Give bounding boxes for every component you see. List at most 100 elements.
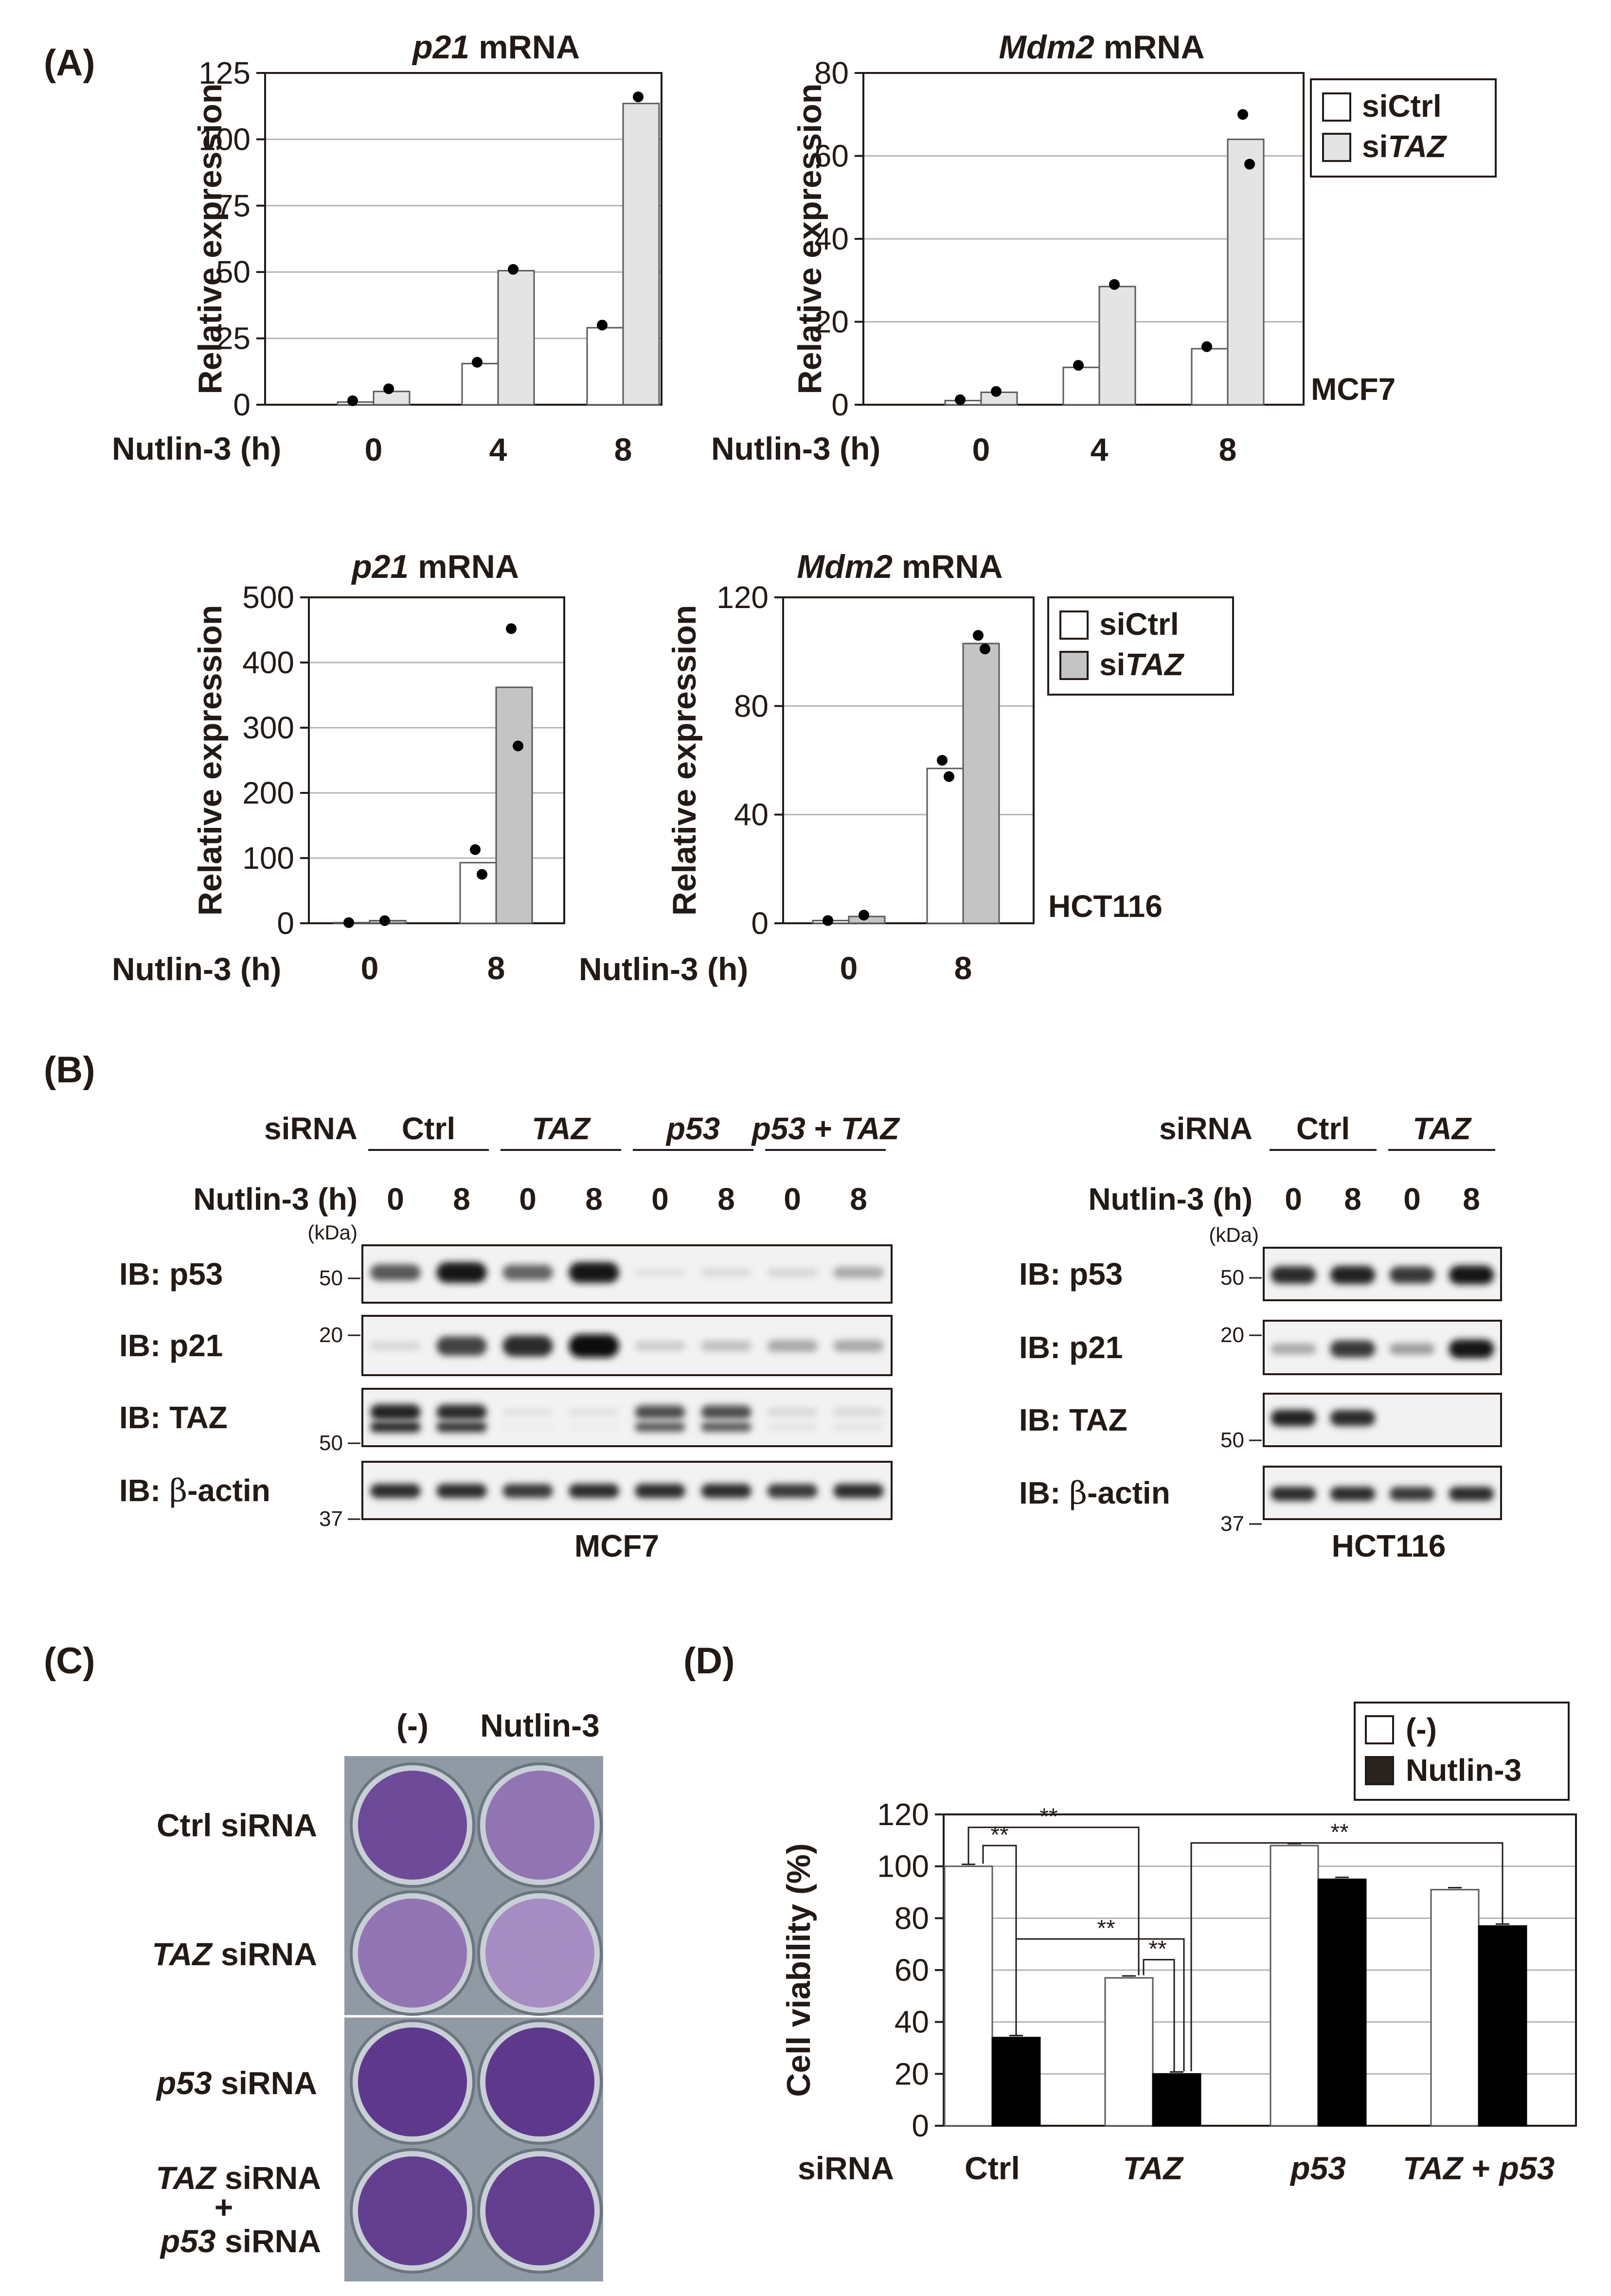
time-label: 0 [387,1182,404,1217]
marker-label: 20 [319,1323,343,1347]
significance-label: ** [990,1822,1008,1848]
time-label: 8 [585,1182,603,1217]
y-tick-label: 40 [895,2005,929,2040]
band [635,1269,685,1276]
bar [991,2037,1041,2127]
y-tick-label: 120 [877,1797,929,1832]
cell-line-hct116-a: HCT116 [1048,889,1163,924]
cell-line-mcf7-a: MCF7 [1311,372,1396,407]
bar [622,103,660,406]
bar [1098,286,1136,406]
x-tick-label: 4 [489,431,507,467]
x-axis-label: Nutlin-3 (h) [711,430,880,466]
y-tick-label: 500 [242,580,294,615]
band [370,1484,421,1498]
band [833,1484,884,1498]
band [833,1340,884,1352]
band [767,1424,818,1430]
x-tick-label: 8 [954,950,972,986]
sirna-group-label: TAZ [532,1111,591,1146]
band [370,1342,421,1350]
y-tick-label: 400 [242,645,294,680]
data-point [955,394,966,405]
blot-row-label: IB: β-actin [1019,1475,1170,1511]
marker-label: 50 [1220,1266,1244,1290]
sirna-row-label: siRNA [264,1111,358,1146]
data-point [513,740,523,752]
x-tick-label: Ctrl [965,2150,1020,2186]
data-point [347,395,358,406]
band [1271,1344,1316,1354]
blot-row-label: IB: TAZ [1019,1402,1128,1437]
bar [1152,2073,1201,2127]
legend-swatch-minus [1365,1715,1394,1744]
x-tick-label: TAZ [1123,2150,1184,2186]
y-axis-label: Relative expression [791,84,828,395]
y-tick-label: 40 [734,797,769,832]
y-tick-label: 20 [895,2056,929,2091]
sirna-group-label: p53 [665,1111,720,1146]
band [436,1262,487,1283]
blot-row-label: IB: p21 [119,1328,223,1363]
significance-bracket [1015,1938,1185,2071]
x-tick-label: TAZ + p53 [1403,2150,1555,2186]
bar [1191,348,1229,406]
band [569,1424,619,1430]
band [1449,1265,1494,1285]
band [701,1268,752,1277]
band [436,1484,487,1498]
band [502,1408,553,1416]
legend-label-minus: (-) [1406,1712,1437,1747]
bar [962,643,1000,924]
y-tick-label: 125 [198,55,251,90]
band [370,1404,421,1420]
data-point [472,357,483,368]
band [767,1408,818,1416]
band [436,1421,487,1433]
panel-label-a: (A) [44,42,95,84]
colony-row-label-line3: p53 siRNA [160,2223,321,2259]
colony-row-label: TAZ siRNA [152,1936,317,1972]
well-texture [485,2027,594,2136]
band [436,1404,487,1420]
y-tick-label: 120 [716,580,769,615]
band [701,1405,752,1419]
band [1330,1266,1376,1284]
chart-title: p21 mRNA [412,29,580,66]
blot-row-label: IB: p53 [119,1256,223,1292]
band [502,1484,553,1498]
y-tick-label: 0 [751,906,769,941]
panel-label-b: (B) [44,1049,95,1091]
significance-bracket [967,1827,1140,1975]
significance-label: ** [1330,1820,1348,1846]
legend-swatch-sitaz [1322,133,1351,162]
data-point [508,264,519,275]
x-tick-label: 0 [972,431,990,467]
marker-label: 37 [319,1507,343,1531]
well-texture [358,1771,467,1880]
bar [1104,1977,1154,2127]
data-point [823,915,833,926]
marker-label: 50 [1220,1428,1244,1452]
well-texture [485,1771,594,1880]
time-label: 8 [1463,1182,1480,1217]
band [635,1341,685,1351]
bar [461,362,499,406]
bar [1430,1889,1480,2127]
data-point [859,910,869,921]
y-tick-label: 60 [814,139,849,174]
bar [373,391,411,406]
well-texture [358,1899,467,2008]
y-tick-label: 40 [814,221,849,256]
marker-label: 20 [1220,1323,1244,1347]
band [436,1336,487,1356]
y-axis-label: Relative expression [192,84,229,395]
y-tick-label: 0 [277,906,294,941]
data-point [1073,360,1084,371]
kda-label: (kDa) [1209,1223,1259,1246]
